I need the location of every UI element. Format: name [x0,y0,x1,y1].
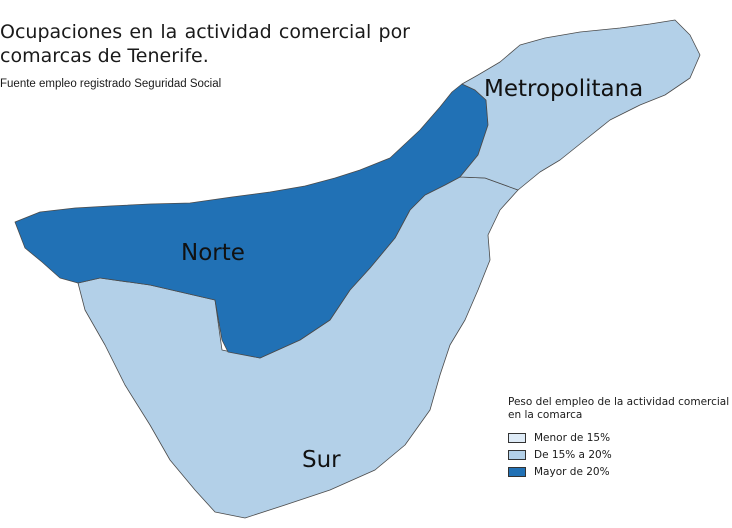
region-metropolitana[interactable] [459,19,701,191]
legend-swatch-low [508,433,526,443]
legend-item-low: Menor de 15% [508,430,732,446]
legend-label-high: Mayor de 20% [534,466,610,478]
legend-item-high: Mayor de 20% [508,464,732,480]
legend-swatch-mid [508,450,526,460]
legend-label-low: Menor de 15% [534,432,611,444]
label-metropolitana: Metropolitana [484,76,644,102]
label-sur: Sur [302,447,341,473]
legend-item-mid: De 15% a 20% [508,447,732,463]
map-source: Fuente empleo registrado Seguridad Socia… [0,78,222,90]
legend-label-mid: De 15% a 20% [534,449,612,461]
map-legend: Peso del empleo de la actividad comercia… [508,396,732,481]
map-title: Ocupaciones en la actividad comercial po… [0,21,410,67]
legend-swatch-high [508,467,526,477]
label-norte: Norte [181,240,245,266]
legend-title: Peso del empleo de la actividad comercia… [508,396,730,421]
